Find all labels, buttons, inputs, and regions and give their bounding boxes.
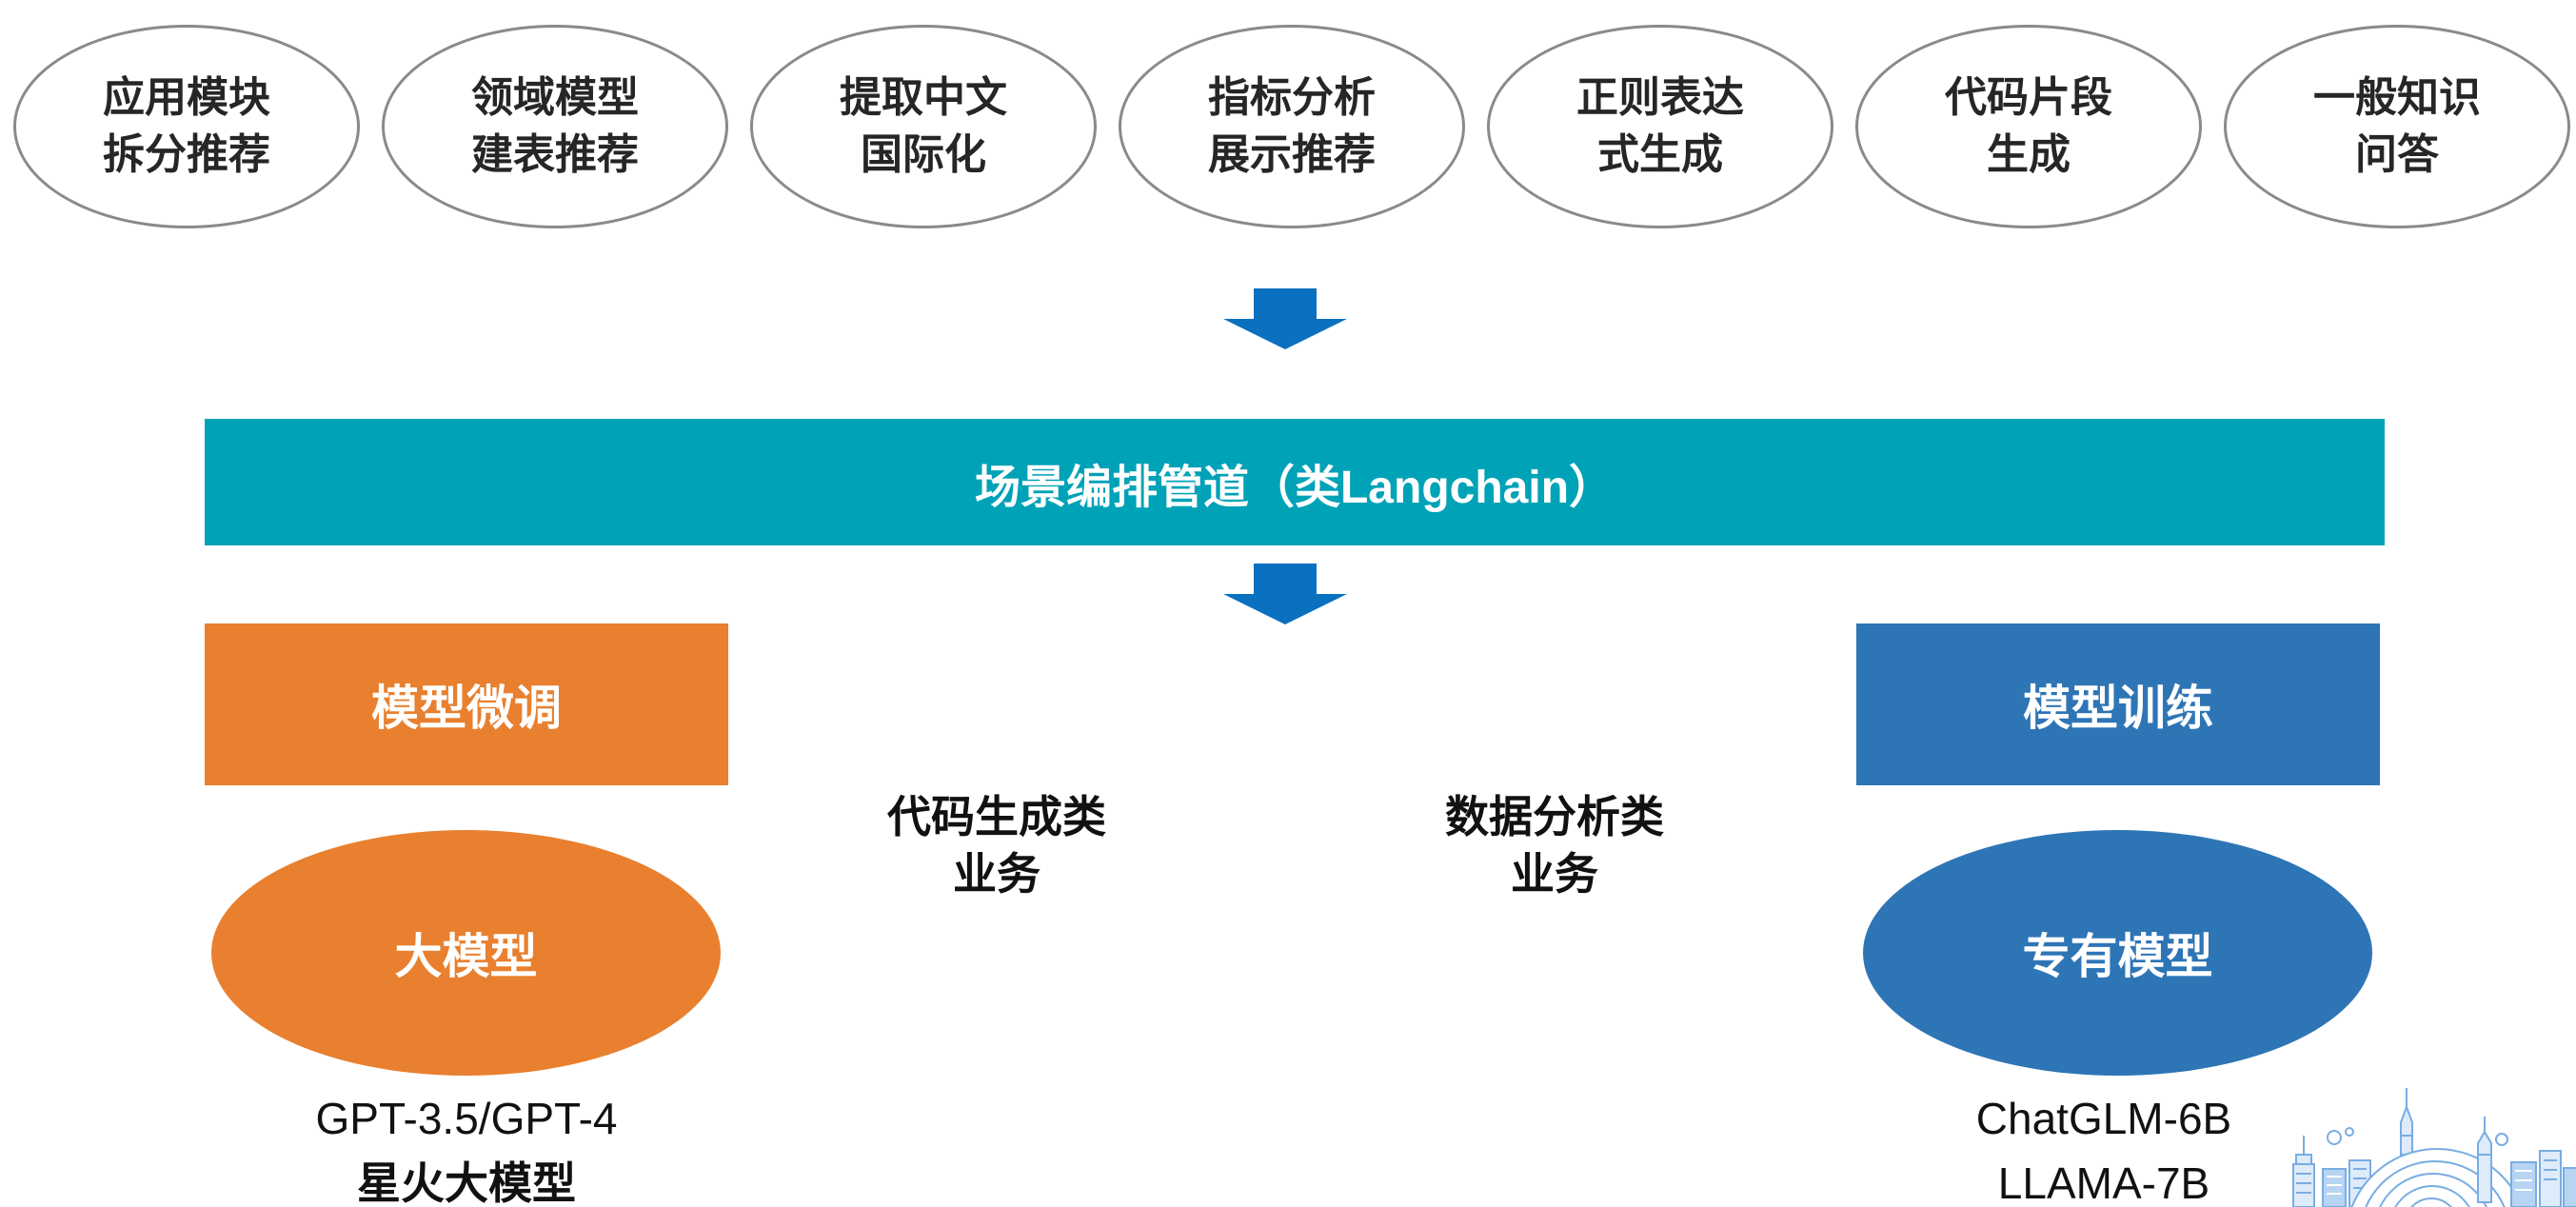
scenario-bubble-1: 应用模块 拆分推荐 <box>13 25 360 228</box>
proprietary-model-label: 专有模型 <box>2022 930 2213 983</box>
label-line: 业务 <box>953 849 1040 899</box>
bubble-label: 一般知识 <box>2313 74 2481 121</box>
bubble-label: 指标分析 <box>1208 74 1376 121</box>
bubble-label: 问答 <box>2355 131 2439 178</box>
model-name: 星火大模型 <box>357 1158 576 1207</box>
bubble-label: 提取中文 <box>840 74 1007 121</box>
large-model-ellipse: 大模型 <box>211 830 721 1076</box>
bubble-label: 代码片段 <box>1945 74 2112 121</box>
data-analysis-business-label: 数据分析类 业务 <box>1374 788 1735 902</box>
model-training-label: 模型训练 <box>2023 682 2213 735</box>
scenario-bubble-2: 领域模型 建表推荐 <box>382 25 728 228</box>
scenario-bubble-3: 提取中文 国际化 <box>750 25 1097 228</box>
bubble-label: 正则表达 <box>1576 74 1744 121</box>
scenario-bubble-5: 正则表达 式生成 <box>1487 25 1833 228</box>
pipeline-banner-label: 场景编排管道（类Langchain） <box>974 462 1615 513</box>
large-model-label: 大模型 <box>394 930 538 983</box>
label-line: 数据分析类 <box>1445 792 1664 841</box>
bubble-label: 建表推荐 <box>471 131 639 178</box>
bubble-label: 式生成 <box>1597 131 1723 178</box>
bubble-label: 生成 <box>1987 131 2071 178</box>
proprietary-model-ellipse: 专有模型 <box>1863 830 2372 1076</box>
left-model-list: GPT-3.5/GPT-4 星火大模型 <box>200 1093 733 1207</box>
bubble-label: 应用模块 <box>103 74 270 121</box>
model-name: ChatGLM-6B <box>1975 1094 2232 1143</box>
down-arrow-icon <box>1223 564 1347 624</box>
model-name: GPT-3.5/GPT-4 <box>315 1094 618 1143</box>
city-skyline-illustration <box>2292 1088 2576 1207</box>
model-training-box: 模型训练 <box>1856 623 2380 785</box>
bubble-label: 展示推荐 <box>1208 131 1376 178</box>
label-line: 代码生成类 <box>887 792 1106 841</box>
model-finetune-label: 模型微调 <box>371 682 562 735</box>
model-finetune-box: 模型微调 <box>205 623 728 785</box>
pipeline-banner: 场景编排管道（类Langchain） <box>205 419 2385 545</box>
down-arrow-icon <box>1223 288 1347 349</box>
bubble-label: 领域模型 <box>471 74 639 121</box>
scenario-bubble-4: 指标分析 展示推荐 <box>1119 25 1465 228</box>
model-name: LLAMA-7B <box>1997 1158 2210 1207</box>
label-line: 业务 <box>1511 849 1598 899</box>
bubble-label: 拆分推荐 <box>103 131 270 178</box>
scenario-bubble-7: 一般知识 问答 <box>2224 25 2570 228</box>
scenario-bubble-6: 代码片段 生成 <box>1855 25 2202 228</box>
bubble-label: 国际化 <box>861 131 986 178</box>
code-generation-business-label: 代码生成类 业务 <box>816 788 1178 902</box>
right-model-list: ChatGLM-6B LLAMA-7B <box>1837 1093 2370 1207</box>
